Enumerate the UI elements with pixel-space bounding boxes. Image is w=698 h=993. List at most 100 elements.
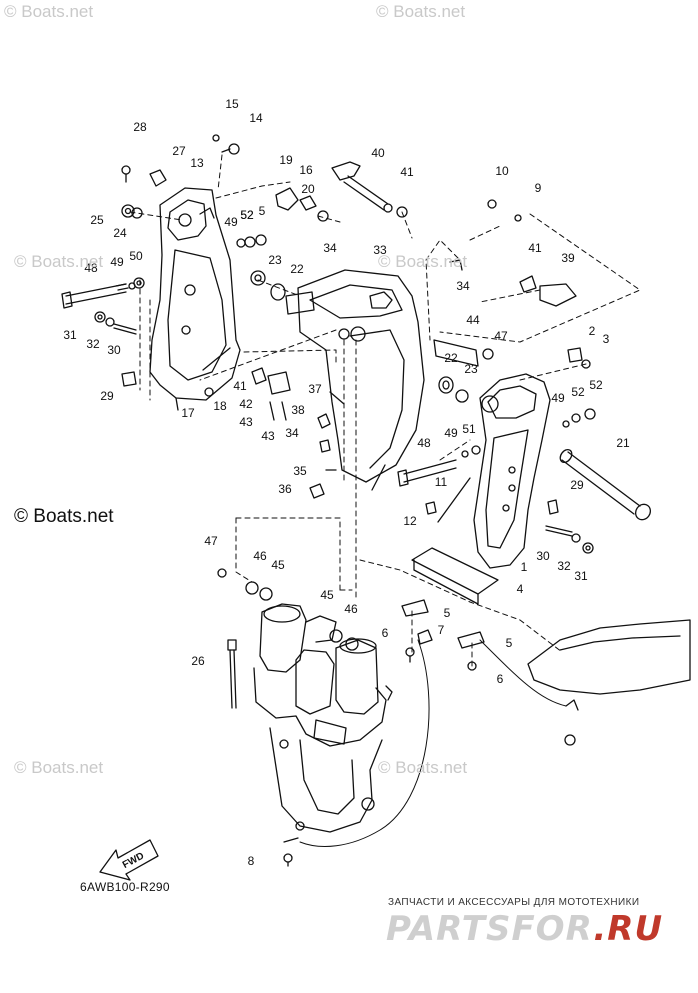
callout-number[interactable]: 34 xyxy=(323,241,337,255)
callout-number[interactable]: 5 xyxy=(506,636,513,650)
shop-logo-tld: .RU xyxy=(593,909,664,949)
bushing-22-right[interactable] xyxy=(433,339,479,394)
callout-number[interactable]: 15 xyxy=(225,97,239,111)
callout-number[interactable]: 22 xyxy=(444,351,458,365)
callout-number[interactable]: 20 xyxy=(301,182,315,196)
callout-number[interactable]: 22 xyxy=(290,262,304,276)
callout-number[interactable]: 41 xyxy=(233,379,247,393)
callout-number[interactable]: 45 xyxy=(271,558,285,572)
callout-number[interactable]: 46 xyxy=(344,602,358,616)
small-hardware[interactable] xyxy=(94,134,596,867)
diagram-code: 6AWB100-R290 xyxy=(80,880,170,894)
callout-number[interactable]: 38 xyxy=(291,403,305,417)
callout-number[interactable]: 23 xyxy=(268,253,282,267)
callout-number[interactable]: 52 xyxy=(589,378,603,392)
callout-number[interactable]: 51 xyxy=(462,422,476,436)
callout-number[interactable]: 2 xyxy=(589,324,596,338)
callout-number[interactable]: 28 xyxy=(133,120,147,134)
callout-number[interactable]: 21 xyxy=(616,436,630,450)
callout-number[interactable]: 44 xyxy=(466,313,480,327)
callout-number[interactable]: 50 xyxy=(129,249,143,263)
callout-number[interactable]: 14 xyxy=(249,111,263,125)
callout-number[interactable]: 33 xyxy=(373,243,387,257)
callout-number[interactable]: 43 xyxy=(261,429,275,443)
callout-number[interactable]: 13 xyxy=(190,156,204,170)
callout-number[interactable]: 32 xyxy=(557,559,571,573)
left-clamp-bracket[interactable] xyxy=(149,187,241,411)
leader-lines xyxy=(129,154,641,667)
callout-number[interactable]: 41 xyxy=(528,241,542,255)
lower-plates[interactable] xyxy=(401,547,499,649)
callout-number[interactable]: 10 xyxy=(495,164,509,178)
callout-number[interactable]: 5 xyxy=(444,606,451,620)
bushing-22-left[interactable] xyxy=(270,283,315,315)
callout-number[interactable]: 48 xyxy=(417,436,431,450)
callout-number[interactable]: 5 xyxy=(259,204,266,218)
callout-number[interactable]: 35 xyxy=(293,464,307,478)
callout-number[interactable]: 31 xyxy=(63,328,77,342)
through-bolt-right[interactable] xyxy=(397,459,457,487)
right-clamp-bracket[interactable] xyxy=(473,373,551,569)
callout-number[interactable]: 16 xyxy=(299,163,313,177)
callout-number[interactable]: 49 xyxy=(110,255,124,269)
callout-number[interactable]: 34 xyxy=(456,279,470,293)
callout-number[interactable]: 47 xyxy=(494,329,508,343)
shop-logo-main: PARTSFOR xyxy=(386,909,594,949)
callout-number[interactable]: 26 xyxy=(191,654,205,668)
callout-number[interactable]: 49 xyxy=(551,391,565,405)
callout-number[interactable]: 36 xyxy=(278,482,292,496)
callout-number[interactable]: 23 xyxy=(464,362,478,376)
callout-number[interactable]: 34 xyxy=(285,426,299,440)
swivel-bracket[interactable] xyxy=(297,269,425,491)
callout-number[interactable]: 52 xyxy=(240,208,254,222)
callout-number[interactable]: 30 xyxy=(107,343,121,357)
callout-number[interactable]: 45 xyxy=(320,588,334,602)
watermark: © Boats.net xyxy=(378,758,468,777)
callout-number[interactable]: 31 xyxy=(574,569,588,583)
callout-number[interactable]: 48 xyxy=(84,261,98,275)
callout-number[interactable]: 32 xyxy=(86,337,100,351)
callout-number[interactable]: 17 xyxy=(181,406,195,420)
callout-number[interactable]: 29 xyxy=(100,389,114,403)
callout-number[interactable]: 49 xyxy=(444,426,458,440)
cable-tie[interactable] xyxy=(227,639,237,709)
callout-number[interactable]: 41 xyxy=(400,165,414,179)
shop-subtitle: ЗАПЧАСТИ И АКСЕССУАРЫ ДЛЯ МОТОТЕХНИКИ xyxy=(388,897,640,908)
callout-number[interactable]: 19 xyxy=(279,153,293,167)
callout-number[interactable]: 52 xyxy=(240,208,254,222)
callout-number[interactable]: 29 xyxy=(570,478,584,492)
callout-number[interactable]: 24 xyxy=(113,226,127,240)
callout-number[interactable]: 1 xyxy=(521,560,528,574)
callout-number[interactable]: 3 xyxy=(603,332,610,346)
tilt-trim-unit[interactable] xyxy=(253,603,393,833)
callout-number[interactable]: 46 xyxy=(253,549,267,563)
callout-number[interactable]: 18 xyxy=(213,399,227,413)
tilt-tube[interactable] xyxy=(558,447,654,522)
callout-number[interactable]: 8 xyxy=(248,854,255,868)
callout-number[interactable]: 12 xyxy=(403,514,417,528)
callout-number[interactable]: 30 xyxy=(536,549,550,563)
callout-number[interactable]: 43 xyxy=(239,415,253,429)
watermark: © Boats.net xyxy=(376,2,466,21)
callout-number[interactable]: 40 xyxy=(371,146,385,160)
callout-number[interactable]: 6 xyxy=(497,672,504,686)
callout-number[interactable]: 52 xyxy=(571,385,585,399)
callout-number[interactable]: 42 xyxy=(239,397,253,411)
callout-number[interactable]: 25 xyxy=(90,213,104,227)
steering-arm[interactable] xyxy=(331,161,393,213)
callout-number[interactable]: 47 xyxy=(204,534,218,548)
callout-number[interactable]: 37 xyxy=(308,382,322,396)
shop-logo[interactable]: PARTSFOR.RU xyxy=(386,909,663,949)
callout-number[interactable]: 7 xyxy=(438,623,445,637)
fwd-arrow-icon xyxy=(99,839,159,881)
callout-number[interactable]: 39 xyxy=(561,251,575,265)
callout-number[interactable]: 49 xyxy=(224,215,238,229)
callout-number[interactable]: 9 xyxy=(535,181,542,195)
callout-number[interactable]: 4 xyxy=(517,582,524,596)
through-bolt-left[interactable] xyxy=(61,283,129,309)
callout-number[interactable]: 11 xyxy=(435,475,448,489)
callout-number[interactable]: 27 xyxy=(172,144,186,158)
callout-number[interactable]: 6 xyxy=(382,626,389,640)
